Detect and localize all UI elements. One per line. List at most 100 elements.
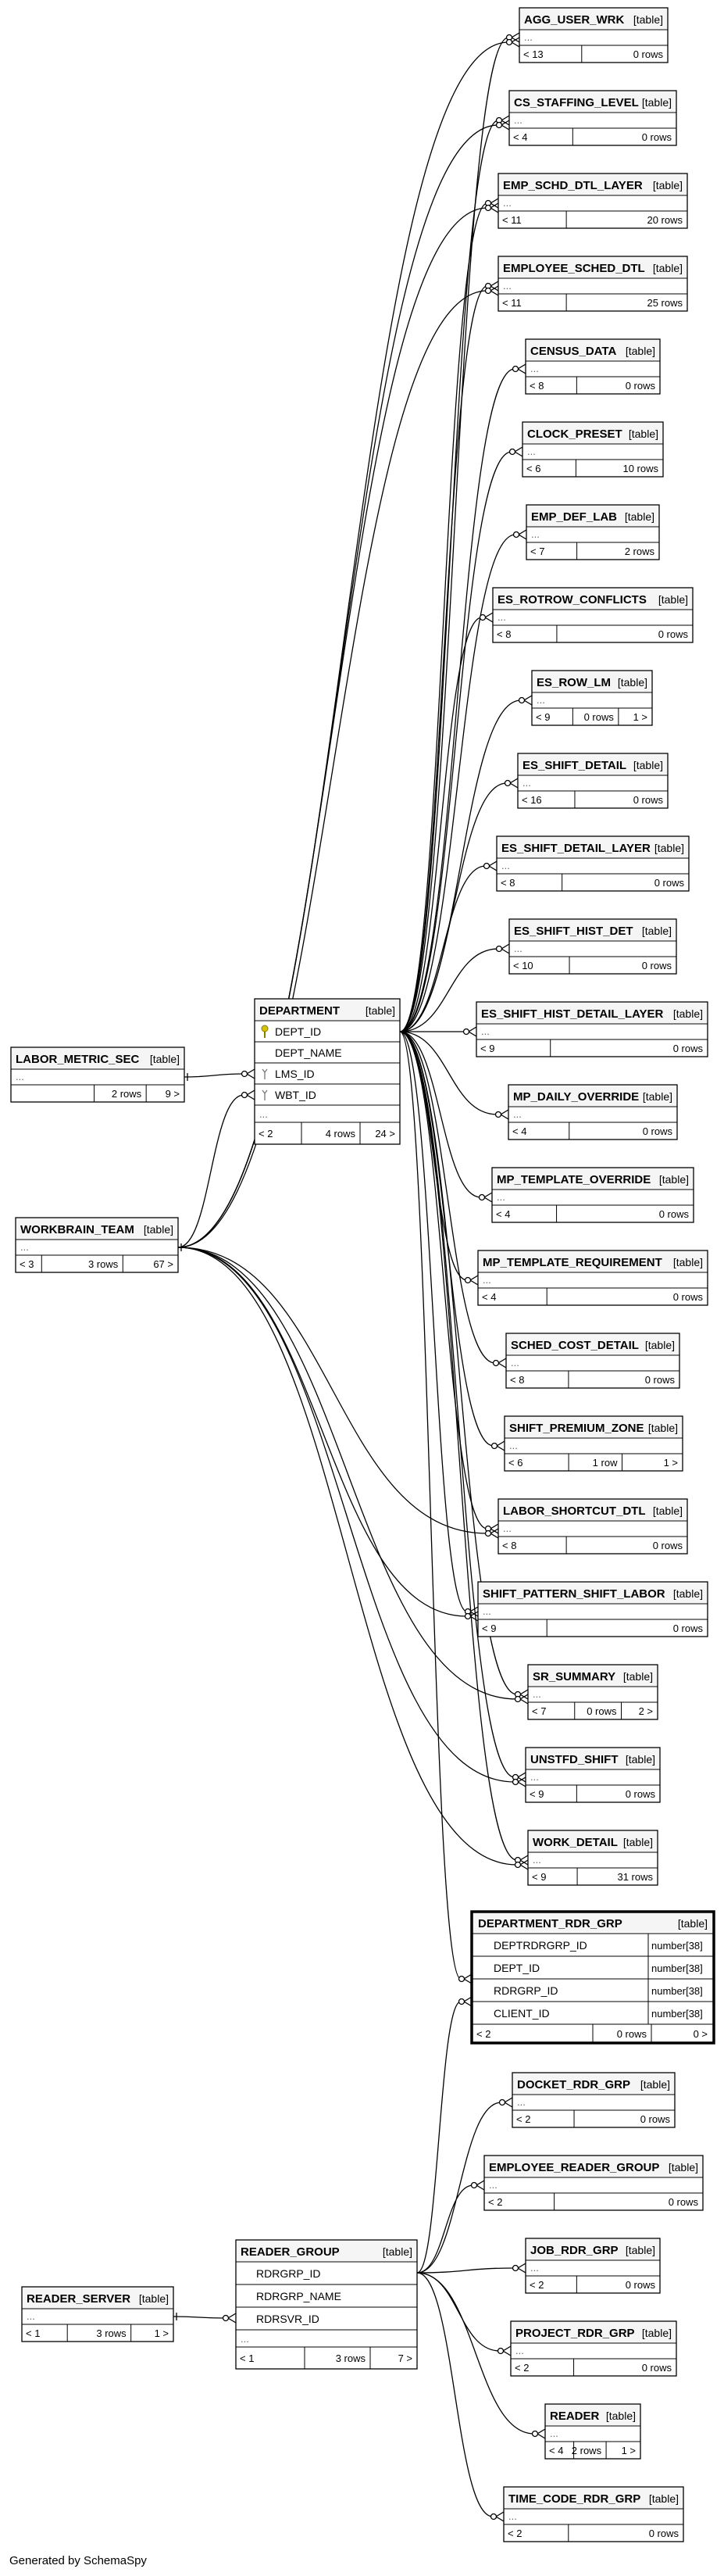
table-tag: [table] bbox=[366, 1004, 395, 1017]
child-count: < 9 bbox=[482, 1623, 496, 1634]
table-reader-group[interactable]: READER_GROUP[table]RDRGRP_IDRDRGRP_NAMER… bbox=[235, 2239, 418, 2370]
row-count: 1 row bbox=[593, 1457, 618, 1469]
many-marker bbox=[498, 2097, 513, 2108]
table-tag: [table] bbox=[629, 428, 658, 440]
child-count: < 4 bbox=[513, 131, 527, 143]
table-tag: [table] bbox=[669, 2161, 698, 2174]
dept-to-es-shift-hist-det bbox=[399, 948, 499, 1032]
child-count: < 11 bbox=[502, 214, 522, 226]
ellipsis: ... bbox=[517, 2096, 526, 2108]
dept-to-census-data bbox=[399, 368, 515, 1032]
parent-count: 2 > bbox=[639, 1705, 653, 1717]
reader-group-to-docket-rdr-grp bbox=[416, 2102, 502, 2274]
row-count: 0 rows bbox=[645, 1374, 676, 1386]
table-tag: [table] bbox=[606, 2410, 636, 2422]
many-marker bbox=[508, 446, 523, 457]
ellipsis: ... bbox=[503, 1522, 512, 1534]
row-count: 20 rows bbox=[647, 214, 683, 226]
ellipsis: ... bbox=[501, 860, 510, 871]
table-tag: [table] bbox=[673, 1007, 703, 1020]
dept-to-sr-summary bbox=[399, 1031, 518, 1695]
parent-count: 0 > bbox=[694, 2028, 708, 2040]
child-count: < 4 bbox=[496, 1208, 510, 1220]
table-name: READER_SERVER bbox=[27, 2292, 130, 2306]
row-count: 0 rows bbox=[653, 1540, 683, 1551]
table-tag: [table] bbox=[144, 1223, 173, 1236]
many-marker bbox=[531, 2428, 546, 2439]
many-marker bbox=[222, 2313, 237, 2324]
many-marker bbox=[464, 1275, 479, 1286]
row-count: 3 rows bbox=[336, 2352, 366, 2364]
column-name: DEPT_ID bbox=[275, 1025, 321, 1038]
many-marker bbox=[512, 2263, 526, 2274]
row-count: 0 rows bbox=[673, 1623, 704, 1634]
table-name: SHIFT_PREMIUM_ZONE bbox=[509, 1422, 644, 1435]
table-name: JOB_RDR_GRP bbox=[530, 2244, 619, 2257]
parent-count: 1 > bbox=[622, 2445, 636, 2456]
row-count: 4 rows bbox=[326, 1128, 356, 1140]
table-name: TIME_CODE_RDR_GRP bbox=[508, 2492, 640, 2506]
parent-count: 1 > bbox=[633, 711, 647, 723]
row-count: 0 rows bbox=[659, 1208, 690, 1220]
reader-group-to-department-rdr-grp bbox=[416, 2001, 462, 2274]
child-count: < 9 bbox=[532, 1871, 546, 1883]
lms-to-department bbox=[184, 1073, 244, 1078]
many-marker bbox=[494, 1109, 509, 1120]
row-count: 0 rows bbox=[642, 131, 672, 143]
dept-to-es-rotrow-conflicts bbox=[399, 617, 483, 1032]
parent-count: 9 > bbox=[166, 1088, 180, 1100]
many-marker bbox=[514, 1859, 529, 1870]
table-department[interactable]: DEPARTMENT[table]DEPT_IDDEPT_NAMELMS_IDW… bbox=[254, 998, 401, 1145]
many-marker bbox=[470, 2180, 485, 2191]
many-marker bbox=[241, 1068, 255, 1079]
table-name: LABOR_SHORTCUT_DTL bbox=[503, 1504, 646, 1518]
table-tag: [table] bbox=[626, 345, 655, 357]
row-count: 0 rows bbox=[673, 1043, 704, 1054]
table-tag: [table] bbox=[640, 2078, 670, 2091]
many-marker bbox=[483, 860, 498, 871]
ellipsis: ... bbox=[241, 2333, 249, 2345]
column-name: DEPT_NAME bbox=[275, 1046, 342, 1059]
table-name: ES_ROTROW_CONFLICTS bbox=[498, 593, 647, 606]
many-marker bbox=[512, 529, 527, 540]
table-name: CS_STAFFING_LEVEL bbox=[514, 96, 639, 109]
child-count: < 8 bbox=[501, 877, 515, 889]
many-marker bbox=[464, 1606, 479, 1617]
child-count: < 7 bbox=[532, 1705, 546, 1717]
table-tag: [table] bbox=[623, 1670, 653, 1683]
child-count: < 2 bbox=[476, 2028, 490, 2040]
